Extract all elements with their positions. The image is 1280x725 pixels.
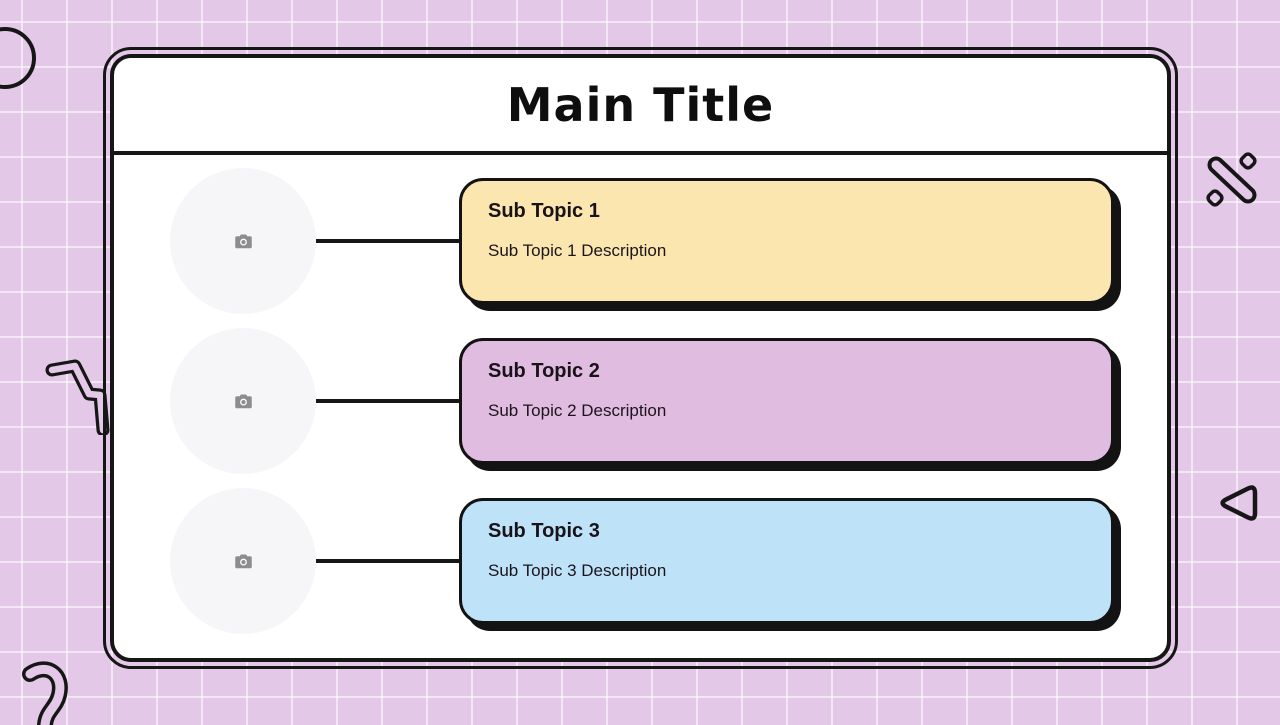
topic-title: Sub Topic 1 bbox=[488, 200, 600, 222]
topic-box: Sub Topic 1 Sub Topic 1 Description bbox=[459, 178, 1114, 304]
topic-row: Sub Topic 2 Sub Topic 2 Description bbox=[170, 328, 1167, 474]
topic-title: Sub Topic 3 bbox=[488, 520, 600, 542]
image-placeholder[interactable] bbox=[170, 488, 316, 634]
topic-title: Sub Topic 2 bbox=[488, 360, 600, 382]
card-header: Main Title bbox=[114, 58, 1167, 155]
connector-line bbox=[316, 399, 459, 403]
image-placeholder[interactable] bbox=[170, 328, 316, 474]
camera-icon bbox=[234, 554, 252, 568]
partial-circle-doodle bbox=[0, 27, 36, 89]
connector-line bbox=[316, 239, 459, 243]
camera-icon bbox=[234, 234, 252, 248]
percent-doodle bbox=[1206, 152, 1257, 207]
squiggle-doodle bbox=[22, 661, 68, 725]
image-placeholder[interactable] bbox=[170, 168, 316, 314]
page-title: Main Title bbox=[506, 77, 775, 132]
connector-line bbox=[316, 559, 459, 563]
topic-row: Sub Topic 3 Sub Topic 3 Description bbox=[170, 488, 1167, 634]
triangle-doodle bbox=[1220, 485, 1258, 521]
topic-rows: Sub Topic 1 Sub Topic 1 Description Sub … bbox=[114, 155, 1167, 658]
topic-description: Sub Topic 3 Description bbox=[488, 561, 667, 580]
topic-row: Sub Topic 1 Sub Topic 1 Description bbox=[170, 168, 1167, 314]
zigzag-doodle bbox=[45, 359, 110, 435]
main-card-inner: Main Title Sub Topic 1 Sub Topic 1 Descr… bbox=[110, 54, 1171, 662]
topic-box: Sub Topic 3 Sub Topic 3 Description bbox=[459, 498, 1114, 624]
camera-icon bbox=[234, 394, 252, 408]
topic-description: Sub Topic 2 Description bbox=[488, 401, 667, 420]
topic-description: Sub Topic 1 Description bbox=[488, 241, 667, 260]
topic-box: Sub Topic 2 Sub Topic 2 Description bbox=[459, 338, 1114, 464]
main-card: Main Title Sub Topic 1 Sub Topic 1 Descr… bbox=[103, 47, 1178, 669]
